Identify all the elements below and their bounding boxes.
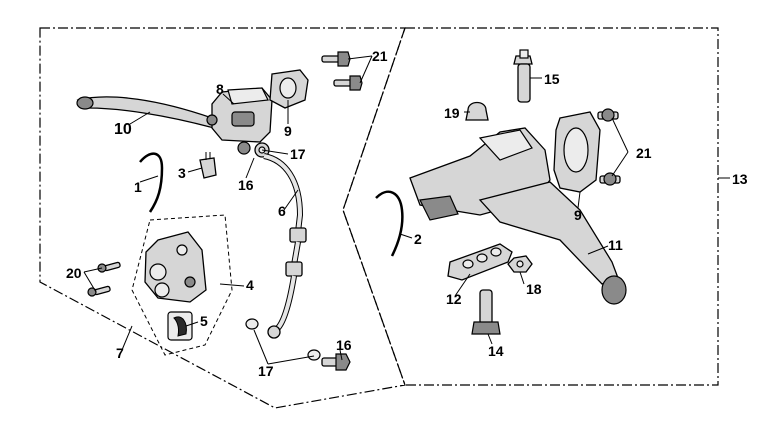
callout-18: 18 bbox=[526, 281, 542, 297]
caliper-bolts-part bbox=[87, 261, 121, 297]
master-cylinder-part bbox=[206, 87, 273, 155]
callout-14: 14 bbox=[488, 343, 504, 359]
callout-21-left: 21 bbox=[372, 48, 388, 64]
caliper-group-boundary bbox=[131, 214, 233, 356]
leader-lines bbox=[83, 55, 730, 365]
callout-13: 13 bbox=[732, 171, 748, 187]
callout-1: 1 bbox=[134, 179, 142, 195]
callout-21-right: 21 bbox=[636, 145, 652, 161]
brake-switch-part bbox=[199, 152, 217, 179]
nut-18-part bbox=[507, 255, 533, 273]
callout-19: 19 bbox=[444, 105, 460, 121]
bolts-top-right-part bbox=[597, 108, 621, 186]
callout-10: 10 bbox=[114, 121, 132, 138]
callout-15: 15 bbox=[544, 71, 560, 87]
bolts-top-left-part bbox=[321, 51, 363, 91]
brake-wire-right-part bbox=[375, 190, 404, 257]
callout-16-top: 16 bbox=[238, 177, 254, 193]
callout-8: 8 bbox=[216, 81, 224, 97]
mounting-bracket-part bbox=[447, 243, 513, 281]
lever-housing-part bbox=[409, 127, 627, 305]
bolt-15-part bbox=[513, 49, 533, 103]
cap-nut-part bbox=[465, 101, 489, 121]
brake-pads-part bbox=[167, 311, 193, 341]
right-assembly-boundary bbox=[342, 27, 719, 386]
banjo-bolt-bottom-part bbox=[321, 353, 351, 371]
callout-11: 11 bbox=[608, 237, 623, 253]
brake-caliper-part bbox=[144, 231, 207, 303]
bolt-14-part bbox=[471, 289, 501, 335]
callout-3: 3 bbox=[178, 165, 186, 181]
brake-wire-left-part bbox=[139, 152, 164, 213]
callout-7: 7 bbox=[116, 345, 124, 361]
brake-hose-part bbox=[263, 153, 307, 339]
callout-17-bottom: 17 bbox=[258, 363, 274, 379]
callout-6: 6 bbox=[278, 203, 286, 219]
callout-12: 12 bbox=[446, 291, 462, 307]
callout-9-left: 9 bbox=[284, 123, 292, 139]
callout-9-right: 9 bbox=[574, 207, 582, 223]
callout-4: 4 bbox=[246, 277, 254, 293]
clamp-left-part bbox=[269, 69, 309, 109]
callout-5: 5 bbox=[200, 313, 208, 329]
callout-16-bottom: 16 bbox=[336, 337, 352, 353]
callout-labels: 1 2 3 4 5 6 7 8 9 9 10 11 12 13 14 15 16… bbox=[66, 48, 748, 379]
brake-lever-part bbox=[76, 96, 215, 129]
callout-2: 2 bbox=[414, 231, 422, 247]
washers-bottom-part bbox=[245, 318, 321, 361]
clamp-right-part bbox=[553, 111, 601, 193]
callout-17-top: 17 bbox=[290, 146, 306, 162]
callout-20: 20 bbox=[66, 265, 82, 281]
